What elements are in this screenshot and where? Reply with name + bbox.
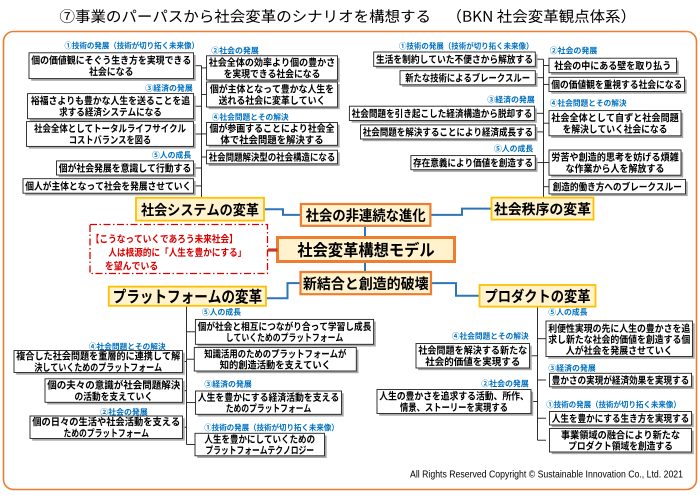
- svg-text:All Rights Reserved Copyright: All Rights Reserved Copyright © Sustaina…: [410, 470, 683, 481]
